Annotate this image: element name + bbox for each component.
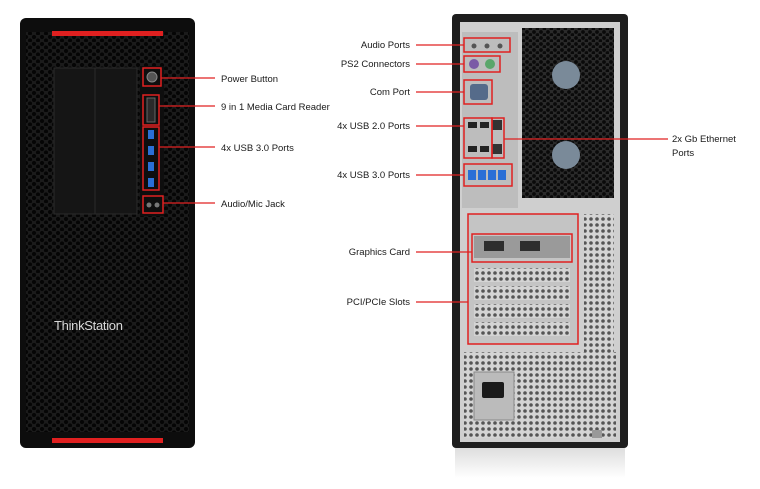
ethernet-port[interactable] xyxy=(492,144,502,154)
rear-usb3-port[interactable] xyxy=(468,170,476,180)
drive-bay-door-right xyxy=(94,67,138,215)
rear-usb3-ports xyxy=(468,170,506,180)
rear-fan-hub-top xyxy=(552,61,580,89)
com-port-connector[interactable] xyxy=(470,84,488,100)
card-reader-label: 9 in 1 Media Card Reader xyxy=(221,102,330,113)
ethernet-port[interactable] xyxy=(492,120,502,130)
audio-jack-label: Audio/Mic Jack xyxy=(221,199,285,210)
ps2-label: PS2 Connectors xyxy=(341,59,410,70)
power-button-highlight xyxy=(142,67,162,87)
rear-fan-hub-bottom xyxy=(552,141,580,169)
front-bottom-accent xyxy=(52,438,163,443)
rear-audio-jack[interactable] xyxy=(497,43,503,49)
ps2-mouse-port[interactable] xyxy=(485,59,495,69)
rear-side-vent xyxy=(584,214,614,354)
audio-jack-highlight xyxy=(142,195,164,214)
pci-slots-highlight xyxy=(467,213,579,345)
front-usb3-port[interactable] xyxy=(148,130,154,139)
pci-slot-cover xyxy=(474,286,570,300)
rear-usb2-port[interactable] xyxy=(480,146,489,152)
audio-jack[interactable] xyxy=(146,202,152,208)
front-io-panel xyxy=(140,66,164,216)
front-usb3-port[interactable] xyxy=(148,146,154,155)
pci-slot-cover xyxy=(474,268,570,282)
rear-view: Audio Ports PS2 Connectors Com Port 4x U… xyxy=(337,14,736,478)
rear-fan-grille xyxy=(522,28,614,198)
kensington-lock[interactable] xyxy=(592,430,602,438)
media-card-slot[interactable] xyxy=(146,97,156,123)
rear-audio-jack[interactable] xyxy=(484,43,490,49)
front-view: ThinkStation Power Button 9 in 1 Media C… xyxy=(20,18,330,448)
ethernet-label-line2: Ports xyxy=(672,148,694,159)
mic-jack[interactable] xyxy=(154,202,160,208)
rear-usb2-port[interactable] xyxy=(468,146,477,152)
rear-usb3-port[interactable] xyxy=(488,170,496,180)
rear-usb3-port[interactable] xyxy=(498,170,506,180)
front-top-accent xyxy=(52,31,163,36)
rear-usb3-label: 4x USB 3.0 Ports xyxy=(337,170,410,181)
rear-audio-jack[interactable] xyxy=(471,43,477,49)
pci-slots-label: PCI/PCIe Slots xyxy=(347,297,411,308)
card-reader-highlight xyxy=(142,94,160,126)
power-button[interactable] xyxy=(146,71,158,83)
power-button-label: Power Button xyxy=(221,74,278,85)
front-usb3-ports xyxy=(148,130,154,187)
rear-usb2-port[interactable] xyxy=(480,122,489,128)
rear-usb3-port[interactable] xyxy=(478,170,486,180)
rear-usb2-port[interactable] xyxy=(468,122,477,128)
rear-reflection xyxy=(455,448,625,478)
power-socket[interactable] xyxy=(482,382,504,398)
front-usb3-port[interactable] xyxy=(148,162,154,171)
com-port-label: Com Port xyxy=(370,87,410,98)
graphics-card-port[interactable] xyxy=(520,241,540,251)
graphics-card-highlight xyxy=(471,233,573,263)
pci-slot-cover xyxy=(474,322,570,336)
ps2-keyboard-port[interactable] xyxy=(469,59,479,69)
rear-io-shield xyxy=(462,32,518,208)
graphics-card-label: Graphics Card xyxy=(349,247,410,258)
rear-usb2-ports xyxy=(468,122,489,152)
usb2-label: 4x USB 2.0 Ports xyxy=(337,121,410,132)
pci-slot-cover xyxy=(474,304,570,318)
front-brand-logo: ThinkStation xyxy=(54,318,123,333)
front-usb3-label: 4x USB 3.0 Ports xyxy=(221,143,294,154)
front-usb3-port[interactable] xyxy=(148,178,154,187)
ethernet-label-line1: 2x Gb Ethernet xyxy=(672,134,736,145)
graphics-card-port[interactable] xyxy=(484,241,504,251)
ethernet-highlight xyxy=(491,117,505,159)
drive-bay-door-left xyxy=(53,67,96,215)
front-usb3-highlight xyxy=(142,126,160,191)
audio-ports-label: Audio Ports xyxy=(361,40,410,51)
